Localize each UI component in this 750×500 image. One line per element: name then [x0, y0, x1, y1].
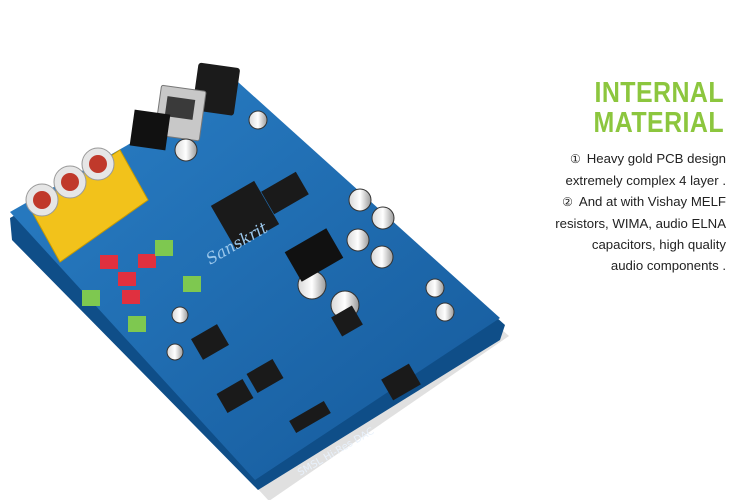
rca-connector-block — [25, 147, 149, 263]
feature-2-marker: ② — [562, 195, 573, 209]
optical-port — [129, 109, 171, 151]
feature-1-line-2: extremely complex 4 layer . — [565, 173, 726, 188]
dac-pcb-image: Sanskrit SMSL Hi-Res DAC — [10, 62, 509, 500]
feature-2-line-4: audio components . — [610, 258, 726, 273]
feature-1-marker: ① — [569, 152, 581, 166]
feature-1-text-1: Heavy gold PCB design — [586, 151, 726, 166]
feature-2-line-3: capacitors, high quality — [591, 237, 726, 252]
heading-line-2: MATERIAL — [593, 107, 724, 139]
ic-chips — [191, 171, 421, 434]
feature-2-line-2: resistors, WIMA, audio ELNA — [555, 216, 726, 231]
feature-1-line-1: ① Heavy gold PCB design — [496, 148, 726, 170]
feature-list: ① Heavy gold PCB design extremely complex… — [496, 148, 726, 276]
feature-2-text-1: And at with Vishay MELF — [578, 194, 726, 209]
pcb-board — [10, 82, 500, 480]
section-heading: INTERNAL MATERIAL — [552, 78, 724, 138]
green-terminal-blocks — [82, 240, 201, 332]
red-resistor-blocks — [100, 254, 156, 304]
heading-line-1: INTERNAL — [594, 77, 724, 109]
feature-2-line-1: ② And at with Vishay MELF — [496, 191, 726, 213]
